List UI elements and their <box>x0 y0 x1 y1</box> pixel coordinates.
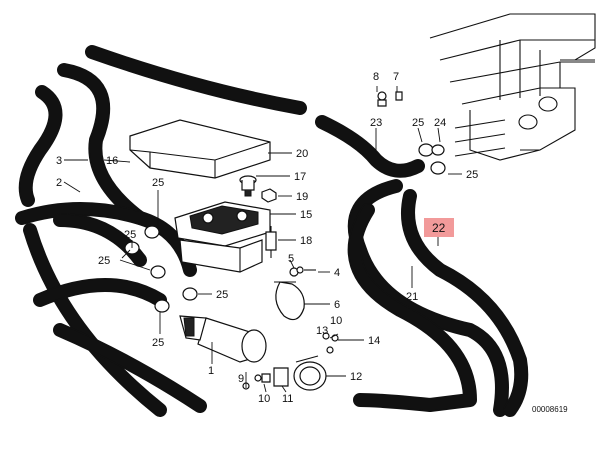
callout-21: 21 <box>406 291 418 303</box>
callout-11: 11 <box>282 393 293 405</box>
nut-part-19 <box>261 188 277 203</box>
callout-24: 24 <box>434 117 446 129</box>
callout-25-mid: 25 <box>216 289 228 301</box>
valve-assembly-part-15 <box>174 201 271 273</box>
callout-4: 4 <box>334 267 340 279</box>
highlight-box-22 <box>424 218 454 237</box>
callout-3: 3 <box>56 155 62 167</box>
callout-2: 2 <box>56 177 62 189</box>
valve-part-17 <box>239 175 257 197</box>
fasteners <box>242 91 403 390</box>
callout-5: 5 <box>288 253 294 265</box>
callout-labels: 3 16 2 20 17 19 15 18 5 4 6 10 13 14 12 … <box>56 71 568 414</box>
cover-part-20 <box>129 119 271 179</box>
callout-10-lower: 10 <box>258 393 270 405</box>
heater-structure <box>429 13 596 161</box>
callout-25-left-d: 25 <box>124 229 136 241</box>
callout-7: 7 <box>393 71 399 83</box>
callout-22: 22 <box>432 221 446 235</box>
callout-25-left-b: 25 <box>98 255 110 267</box>
pump-part-1 <box>179 315 267 363</box>
callout-16: 16 <box>106 155 118 167</box>
clamp-part-6 <box>274 281 305 321</box>
callout-1: 1 <box>208 365 214 377</box>
callout-14: 14 <box>368 335 380 347</box>
callout-13: 13 <box>316 325 328 337</box>
callout-10-upper: 10 <box>330 315 342 327</box>
clamp-part-12 <box>293 355 327 391</box>
callout-20: 20 <box>296 148 308 160</box>
callout-19: 19 <box>296 191 308 203</box>
callout-23: 23 <box>370 117 382 129</box>
callout-25-top-a: 25 <box>412 117 424 129</box>
document-number: 00008619 <box>532 405 568 414</box>
callout-25-left-c: 25 <box>152 337 164 349</box>
callout-25-top-b: 25 <box>466 169 478 181</box>
callout-12: 12 <box>350 371 362 383</box>
leader-lines <box>63 86 462 393</box>
callout-8: 8 <box>373 71 379 83</box>
callout-15: 15 <box>300 209 312 221</box>
filter-part-18 <box>265 226 277 258</box>
callout-6: 6 <box>334 299 340 311</box>
callout-9: 9 <box>238 373 244 385</box>
callout-25-left-a: 25 <box>152 177 164 189</box>
callout-17: 17 <box>294 171 306 183</box>
callout-18: 18 <box>300 235 312 247</box>
